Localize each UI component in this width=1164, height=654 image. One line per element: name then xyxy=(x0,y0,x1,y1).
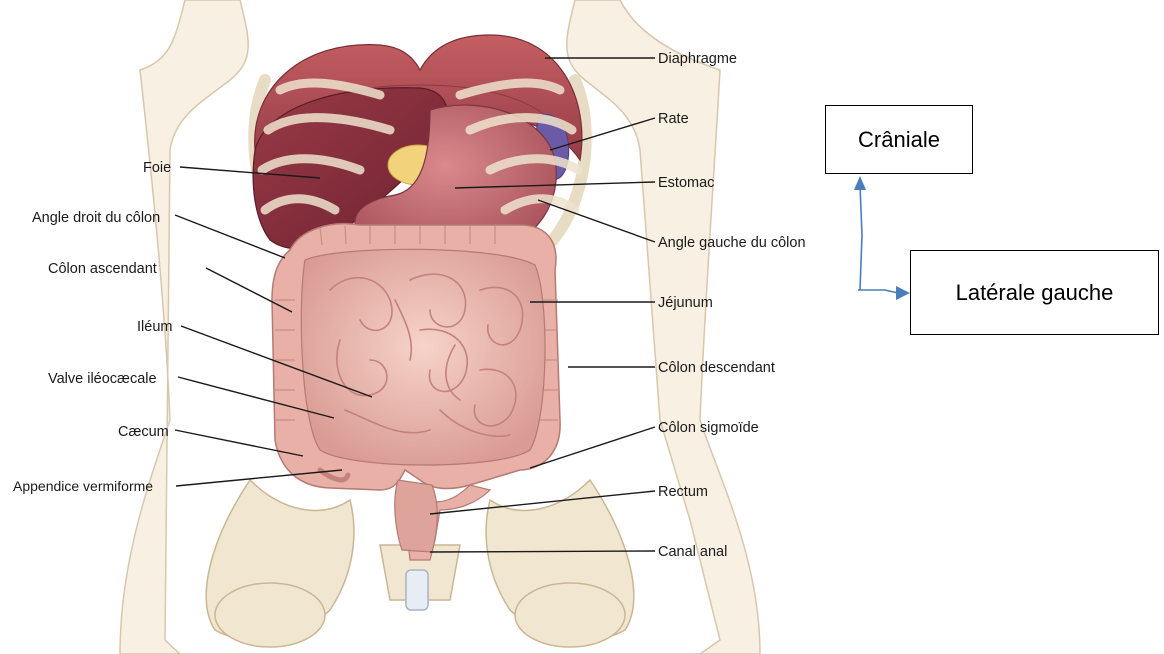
orientation-arrows xyxy=(854,176,910,300)
label-rectum: Rectum xyxy=(658,484,708,500)
label-foie: Foie xyxy=(143,160,171,176)
lateral-label: Latérale gauche xyxy=(956,280,1114,306)
label-diaphragme: Diaphragme xyxy=(658,51,737,67)
small-intestine xyxy=(301,249,545,465)
label-colon-sigmoide: Côlon sigmoïde xyxy=(658,420,759,436)
label-canal-anal: Canal anal xyxy=(658,544,727,560)
label-colon-ascendant: Côlon ascendant xyxy=(48,261,157,277)
label-angle-droit: Angle droit du côlon xyxy=(32,210,160,226)
label-caecum: Cæcum xyxy=(118,424,169,440)
label-jejunum: Jéjunum xyxy=(658,295,713,311)
label-estomac: Estomac xyxy=(658,175,714,191)
cranial-direction-box: Crâniale xyxy=(825,105,973,174)
label-appendice: Appendice vermiforme xyxy=(13,478,153,494)
lateral-direction-box: Latérale gauche xyxy=(910,250,1159,335)
label-rate: Rate xyxy=(658,111,689,127)
cranial-label: Crâniale xyxy=(858,127,940,153)
label-colon-descendant: Côlon descendant xyxy=(658,360,775,376)
label-valve: Valve iléocæcale xyxy=(48,371,157,387)
label-ileum: Iléum xyxy=(137,319,172,335)
label-angle-gauche: Angle gauche du côlon xyxy=(658,235,806,251)
